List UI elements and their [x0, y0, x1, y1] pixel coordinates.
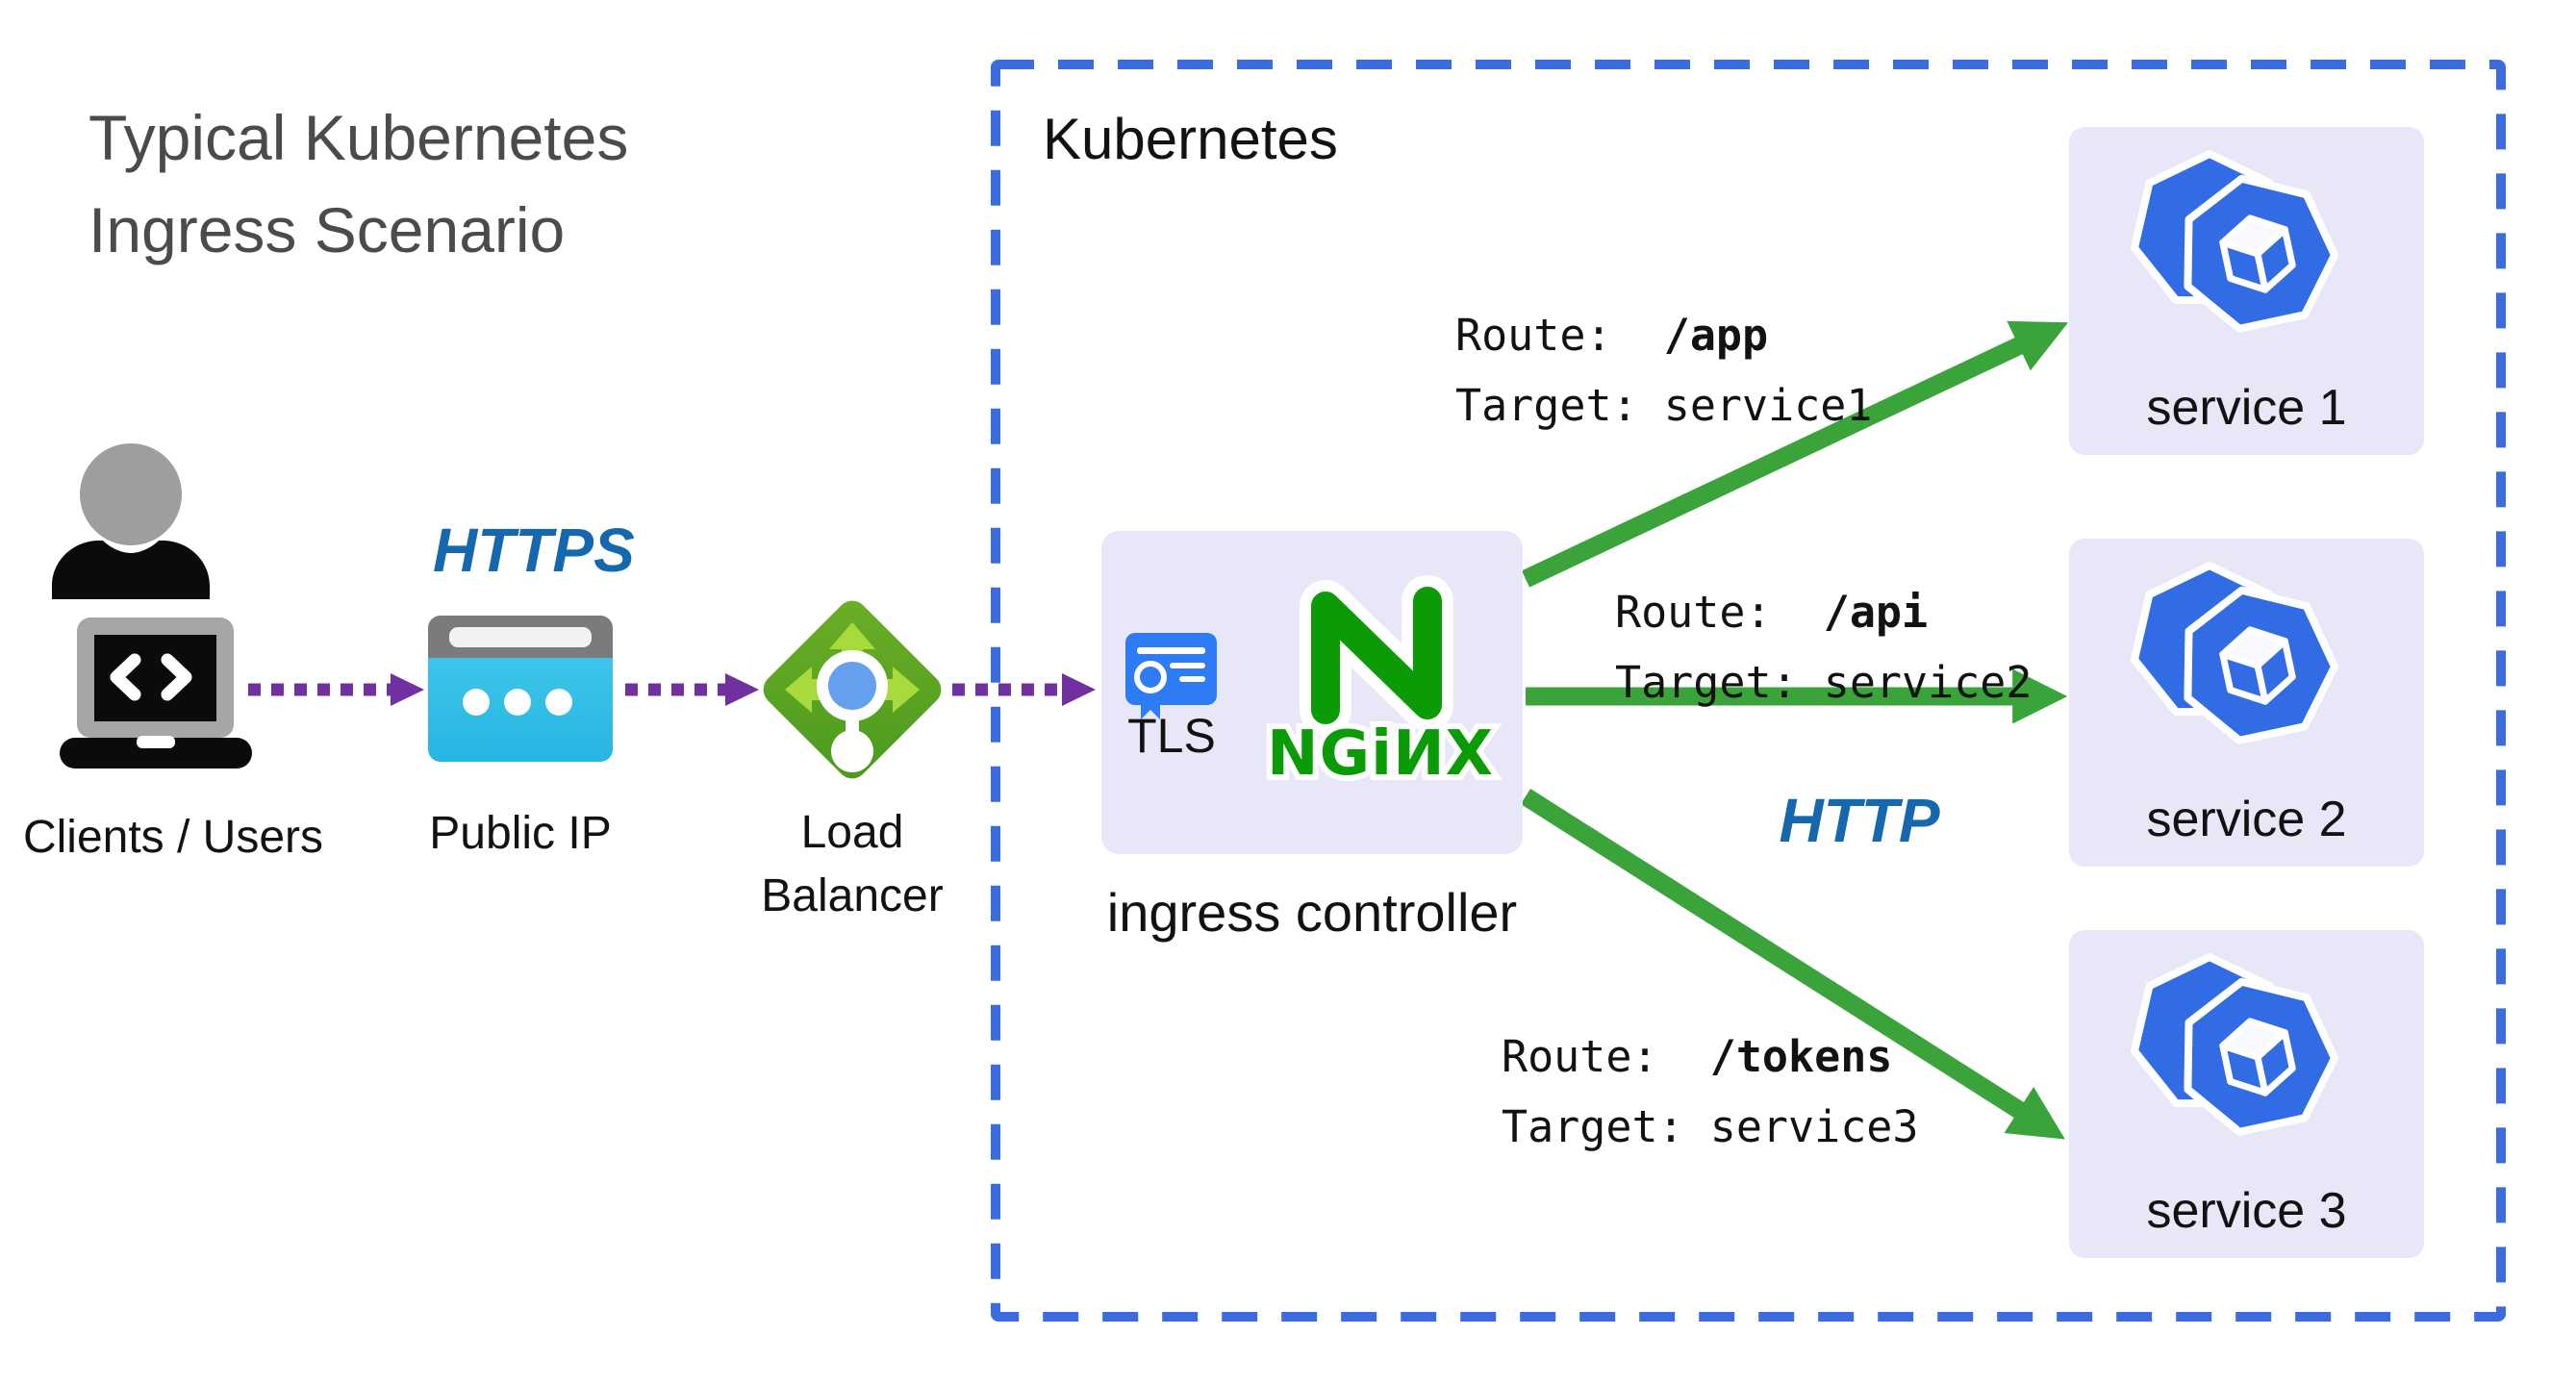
- clients-label: Clients / Users: [22, 812, 324, 863]
- public-ip-icon: [428, 616, 613, 762]
- route-arrow-app: [1521, 320, 2069, 588]
- nginx-n: [1311, 587, 1442, 724]
- service-2-label: service 2: [2146, 792, 2347, 847]
- cert-seal: [1134, 661, 1167, 693]
- public-ip-label: Public IP: [429, 808, 612, 859]
- arrowhead-icon: [1062, 673, 1096, 706]
- laptop-base: [60, 738, 252, 769]
- arrowhead-icon: [725, 673, 759, 706]
- service-1-box: service 1: [2069, 127, 2424, 455]
- user-head: [80, 443, 182, 545]
- code-bracket-left-icon: [110, 653, 141, 701]
- route-annotation-tokens: Route: /tokens Target: service3: [1502, 1031, 1919, 1152]
- service-1-label: service 1: [2146, 380, 2347, 436]
- kubernetes-service-icon: [2131, 562, 2338, 744]
- ingress-controller-label: ingress controller: [1106, 882, 1518, 943]
- cube-edges: [2219, 1029, 2288, 1096]
- route-arrow-tokens: [1520, 788, 2065, 1140]
- arrow-left-icon: [785, 667, 841, 713]
- nginx-logo: NGiИX: [1261, 575, 1499, 795]
- arrow-right-icon: [864, 667, 920, 713]
- cert-line: [1170, 663, 1205, 668]
- purple-dotted-arrow-loadbalancer-to-ingress: [952, 673, 1096, 706]
- kubernetes-service-icon: [2131, 150, 2338, 333]
- load-balancer-icon: [763, 600, 942, 779]
- cert-line: [1179, 676, 1205, 682]
- dot-icon: [545, 689, 572, 716]
- address-bar: [449, 627, 592, 647]
- http-label: HTTP: [1779, 786, 1940, 855]
- tls-certificate-icon: [1125, 633, 1217, 719]
- kubernetes-cluster-label: Kubernetes: [1043, 107, 1338, 171]
- load-balancer-label: Load Balancer: [761, 807, 944, 922]
- kubernetes-cluster-boundary: [991, 60, 2506, 1322]
- hub-dot: [828, 662, 876, 710]
- https-label: HTTPS: [433, 516, 635, 585]
- nginx-wordmark: NGiИX: [1267, 718, 1494, 790]
- tls-label: TLS: [1127, 709, 1216, 763]
- purple-dotted-arrow-clients-to-publicip: [248, 673, 424, 706]
- code-bracket-right-icon: [161, 653, 192, 701]
- user-shoulders: [52, 541, 210, 599]
- kubernetes-service-icon: [2131, 953, 2338, 1136]
- service-3-box: service 3: [2069, 930, 2424, 1258]
- diagram-title: Typical Kubernetes Ingress Scenario: [88, 102, 629, 265]
- arrowhead-icon: [391, 673, 424, 706]
- service-3-label: service 3: [2146, 1183, 2347, 1239]
- dot-icon: [504, 689, 531, 716]
- cube-edges: [2219, 638, 2288, 705]
- cert-line: [1137, 647, 1205, 654]
- purple-dotted-arrow-publicip-to-loadbalancer: [625, 673, 759, 706]
- clients-user-laptop-icon: [52, 443, 252, 769]
- route-annotation-app: Route: /app Target: service1: [1455, 310, 1873, 431]
- route-annotation-api: Route: /api Target: service2: [1615, 587, 2033, 708]
- dot-icon: [463, 689, 490, 716]
- node-dot: [831, 730, 873, 772]
- cube-edges: [2219, 226, 2288, 293]
- laptop-notch: [137, 736, 175, 748]
- service-2-box: service 2: [2069, 539, 2424, 867]
